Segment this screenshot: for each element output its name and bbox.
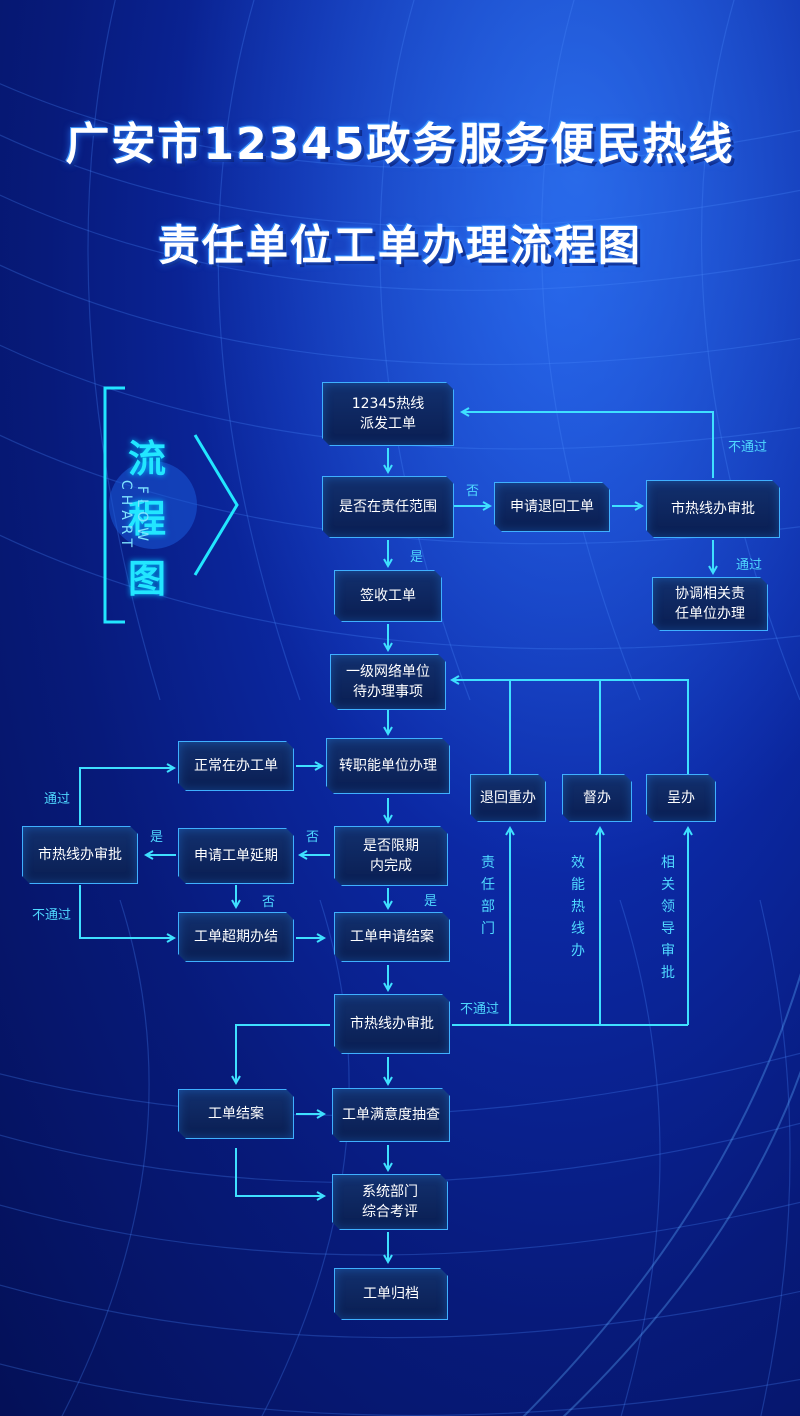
- badge-char-1: 流: [128, 437, 167, 481]
- node-sign[interactable]: 签收工单: [334, 570, 442, 622]
- title-line-1: 广安市12345政务服务便民热线: [65, 119, 735, 170]
- node-normal[interactable]: 正常在办工单: [178, 741, 294, 791]
- node-archive[interactable]: 工单归档: [334, 1268, 448, 1320]
- node-apply-close[interactable]: 工单申请结案: [334, 912, 450, 962]
- node-return-redo[interactable]: 退回重办: [470, 774, 546, 822]
- title-line-2: 责任单位工单办理流程图: [157, 221, 642, 270]
- edge-approve-normal: [79, 768, 174, 825]
- node-overdue[interactable]: 工单超期办结: [178, 912, 294, 962]
- label-yes-2: 是: [150, 830, 164, 845]
- node-hotline-approve-bottom[interactable]: 市热线办审批: [334, 994, 450, 1054]
- flow-chart-badge: [103, 386, 239, 624]
- label-no-pass-top: 不通过: [728, 440, 768, 455]
- node-apply-extend[interactable]: 申请工单延期: [178, 828, 294, 884]
- badge-char-3: 图: [128, 557, 167, 601]
- node-hotline-approve-left[interactable]: 市热线办审批: [22, 826, 138, 884]
- node-supervise[interactable]: 督办: [562, 774, 632, 822]
- badge-char-2: 程: [128, 497, 167, 541]
- label-no-pass-bottom: 不通过: [460, 1002, 500, 1017]
- label-pass-top: 通过: [736, 558, 763, 573]
- node-report[interactable]: 呈办: [646, 774, 716, 822]
- node-on-time[interactable]: 是否限期 内完成: [334, 826, 448, 886]
- node-coordinate[interactable]: 协调相关责 任单位办理: [652, 577, 768, 631]
- edge-feedback-right: [510, 679, 689, 798]
- vlabel-dept: 责任部门: [481, 855, 495, 937]
- node-in-scope[interactable]: 是否在责任范围: [322, 476, 454, 538]
- node-close[interactable]: 工单结案: [178, 1089, 294, 1139]
- edge-closecase-evaluate: [235, 1148, 324, 1196]
- node-apply-return[interactable]: 申请退回工单: [494, 482, 610, 532]
- vlabel-hotline: 效能热线办: [571, 855, 585, 959]
- label-no-2: 否: [306, 830, 320, 845]
- label-yes-3: 是: [424, 894, 438, 909]
- node-transfer[interactable]: 转职能单位办理: [326, 738, 450, 794]
- vlabel-leader: 相关领导审批: [661, 855, 675, 981]
- edge-approve-overdue: [79, 885, 174, 938]
- node-dispatch[interactable]: 12345热线 派发工单: [322, 382, 454, 446]
- label-pass-left: 通过: [44, 792, 71, 807]
- node-level1[interactable]: 一级网络单位 待办理事项: [330, 654, 446, 710]
- edge-approve-dispatch: [462, 412, 714, 478]
- label-no-pass-left: 不通过: [32, 908, 72, 923]
- edge-approve-closecase: [236, 1024, 330, 1083]
- node-satisfaction[interactable]: 工单满意度抽查: [332, 1088, 450, 1142]
- node-hotline-approve-top[interactable]: 市热线办审批: [646, 480, 780, 538]
- label-no-1: 否: [466, 484, 480, 499]
- label-yes-1: 是: [410, 550, 424, 565]
- node-evaluate[interactable]: 系统部门 综合考评: [332, 1174, 448, 1230]
- label-no-3: 否: [262, 895, 276, 910]
